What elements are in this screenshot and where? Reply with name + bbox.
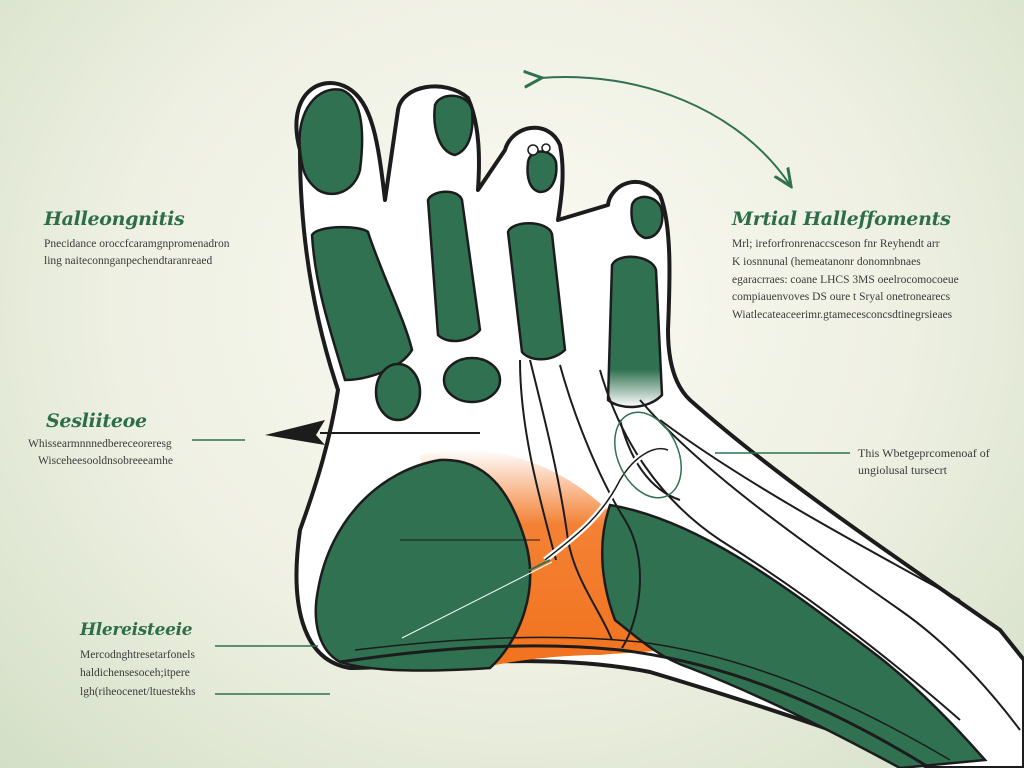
label-upper-right: Mrtial Halleffoments Mrl; ireforfronrena…	[732, 208, 959, 325]
label-middle-right-line: ungiolusal tursecrt	[858, 463, 947, 478]
metatarsal-head	[374, 362, 422, 422]
ligament-highlight-ring	[614, 411, 682, 499]
label-middle-left-line: Wisceheesooldnsobreeeamhe	[38, 454, 173, 467]
label-upper-right-title: Mrtial Halleffoments	[732, 208, 951, 230]
label-upper-right-line: egaracrraes: coane LHCS 3MS oeelrocomoco…	[732, 273, 959, 286]
third-toe-tip	[526, 150, 558, 194]
label-upper-right-line: Mrl; ireforfronrenaccsceson fnr Reyhendt…	[732, 238, 940, 250]
second-toe-phalanx	[426, 190, 482, 343]
label-lower-left-line: Mercodnghtresetarfonels	[80, 649, 195, 661]
label-middle-right-line: This Wbetgeprcomenoaf of	[858, 446, 990, 460]
fourth-toe-phalanx	[606, 255, 664, 409]
tendons	[519, 359, 1021, 731]
label-lower-left-title: Hlereisteeie	[80, 620, 193, 640]
pointer-arrowhead	[265, 420, 325, 445]
label-upper-right-line: compiauenvoves DS oure t Sryal onetronea…	[732, 291, 951, 304]
label-upper-right-line: K iosnnunal (hemeatanonr donomnbnaes	[732, 255, 921, 268]
label-middle-left-title: Sesliiteoe	[46, 410, 147, 432]
big-toe-tip	[298, 88, 364, 196]
crossing-ligament	[544, 448, 669, 561]
arch-band	[600, 503, 988, 768]
label-middle-right: This Wbetgeprcomenoaf of ungiolusal turs…	[858, 445, 990, 480]
fourth-toe-tip	[630, 195, 664, 240]
label-middle-left: Sesliiteoe Whissearmnnnedbereceoreresg W…	[28, 410, 173, 469]
label-lower-left: Hlereisteeie Mercodnghtresetarfonels hal…	[80, 620, 196, 701]
third-toe-phalanx	[506, 222, 567, 361]
label-middle-left-line: Whissearmnnnedbereceoreresg	[28, 438, 172, 450]
label-upper-right-line: Wiatlecateaceerimr.gtamecesconcsdtinegrs…	[732, 309, 953, 322]
sole-contour	[339, 644, 931, 768]
sole-contour	[354, 636, 951, 761]
diagonal-arrow	[398, 559, 551, 635]
curved-arrow	[540, 77, 790, 185]
metatarsal-head	[442, 356, 502, 404]
big-toe-proximal-phalanx	[310, 225, 414, 382]
third-toe-nail-detail	[527, 144, 539, 156]
label-upper-left-line: ling naiteconnganpechendtaranreaed	[44, 254, 213, 267]
second-toe-tip	[433, 94, 474, 157]
label-upper-left-title: Halleongnitis	[44, 208, 185, 230]
third-toe-nail-detail	[541, 143, 551, 153]
label-upper-left: Halleongnitis Pnecidance oroccfcaramgnpr…	[44, 208, 230, 269]
label-lower-left-line: haldichensesoceh;itpere	[80, 667, 190, 680]
label-lower-left-line: lgh(riheocenet/ltuestekhs	[80, 685, 196, 698]
label-upper-left-line: Pnecidance oroccfcaramgnpromenadron	[44, 238, 230, 250]
diagonal-arrow-shadow	[401, 561, 553, 639]
